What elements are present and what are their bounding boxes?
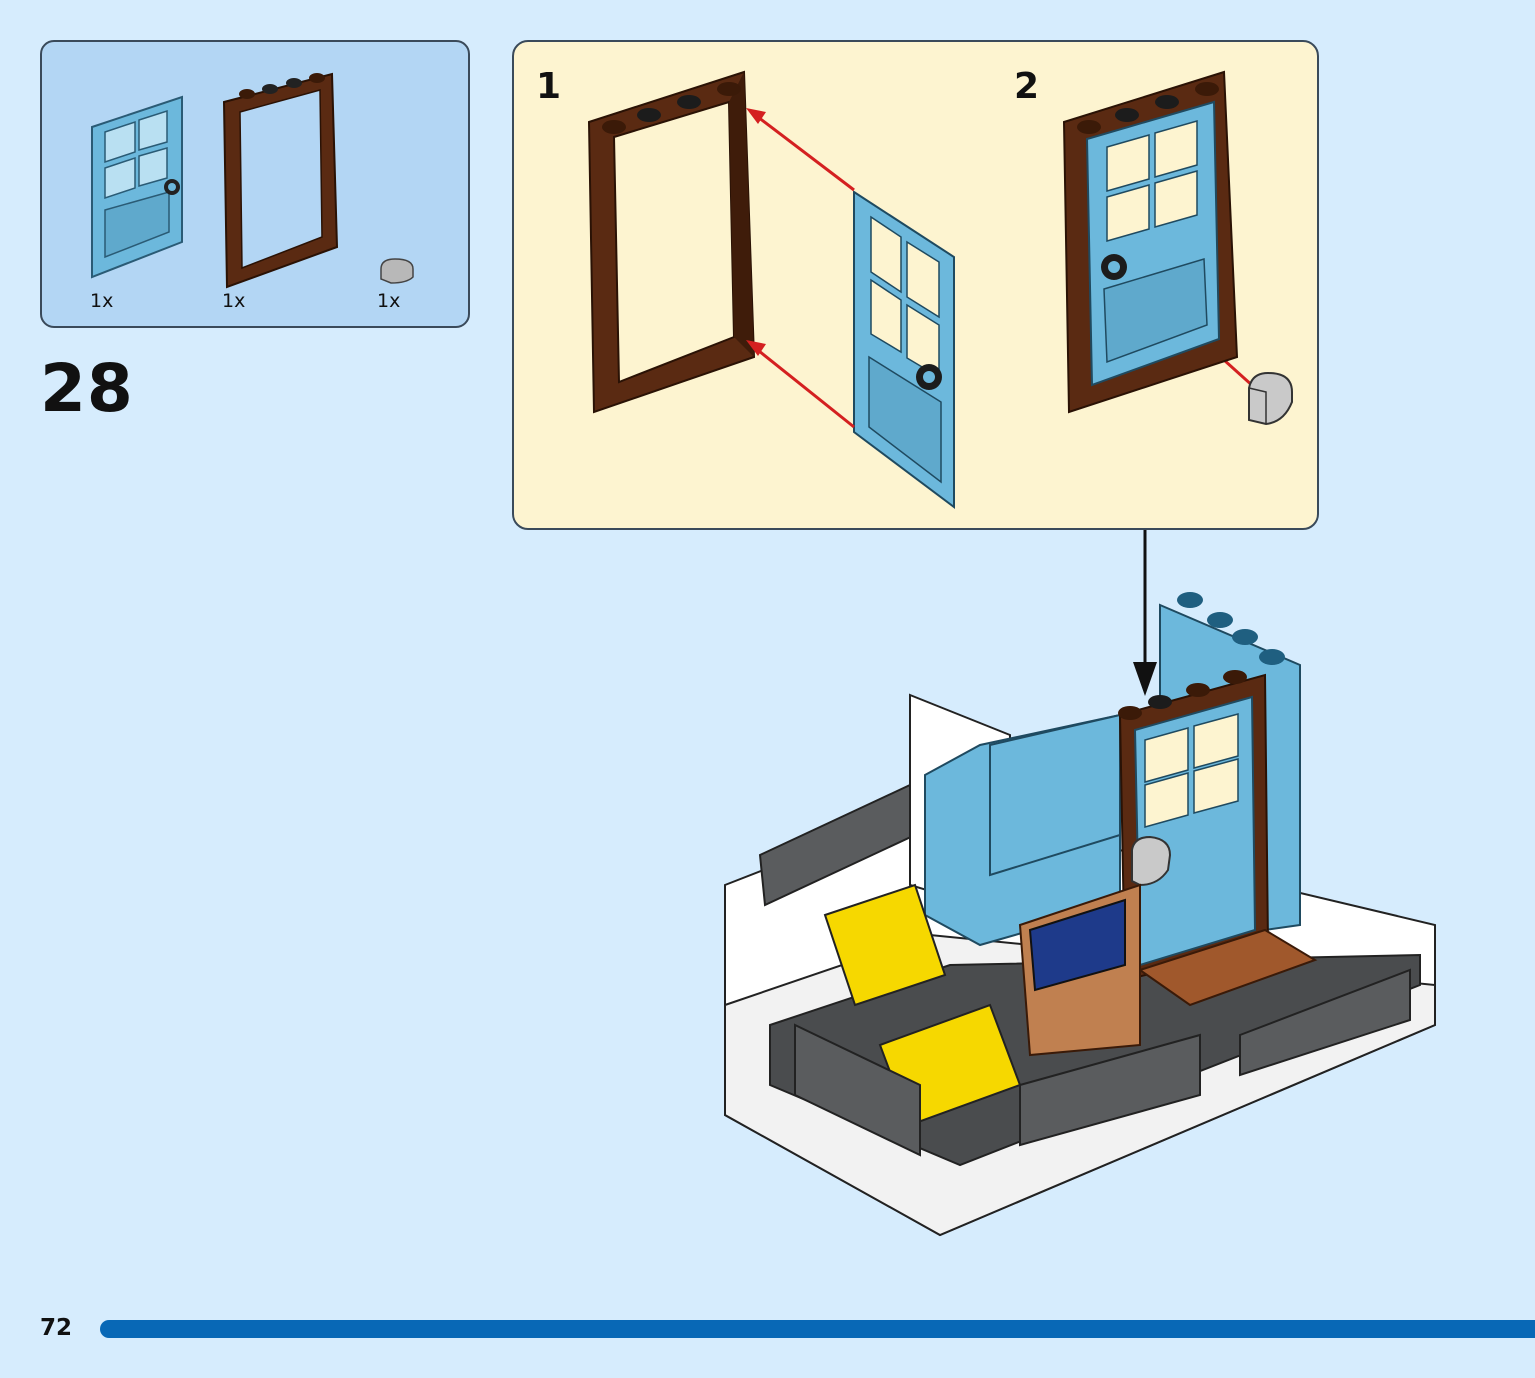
sub-assembly-box: 1 2 [512, 40, 1319, 530]
boat-house-model [724, 592, 1436, 1237]
parts-list-box: 1x 1x 1x [40, 40, 470, 328]
door-icon [91, 95, 183, 279]
substep-2-number: 2 [1014, 66, 1040, 107]
part-2-quantity: 1x [222, 290, 246, 312]
step-number: 28 [40, 350, 134, 427]
placement-arrow [1133, 530, 1157, 696]
substep-1-number: 1 [536, 66, 562, 107]
part-3-quantity: 1x [377, 290, 401, 312]
door-frame-illustration [587, 70, 756, 414]
door-knob-tile-icon [380, 258, 414, 284]
door-frame-icon [222, 72, 339, 289]
page-progress-bar [100, 1320, 1535, 1338]
door-knob-tile-illustration [1248, 371, 1293, 426]
page-number: 72 [40, 1315, 73, 1341]
door-illustration [853, 190, 955, 509]
part-1-quantity: 1x [90, 290, 114, 312]
assembled-door-illustration [1062, 70, 1239, 414]
